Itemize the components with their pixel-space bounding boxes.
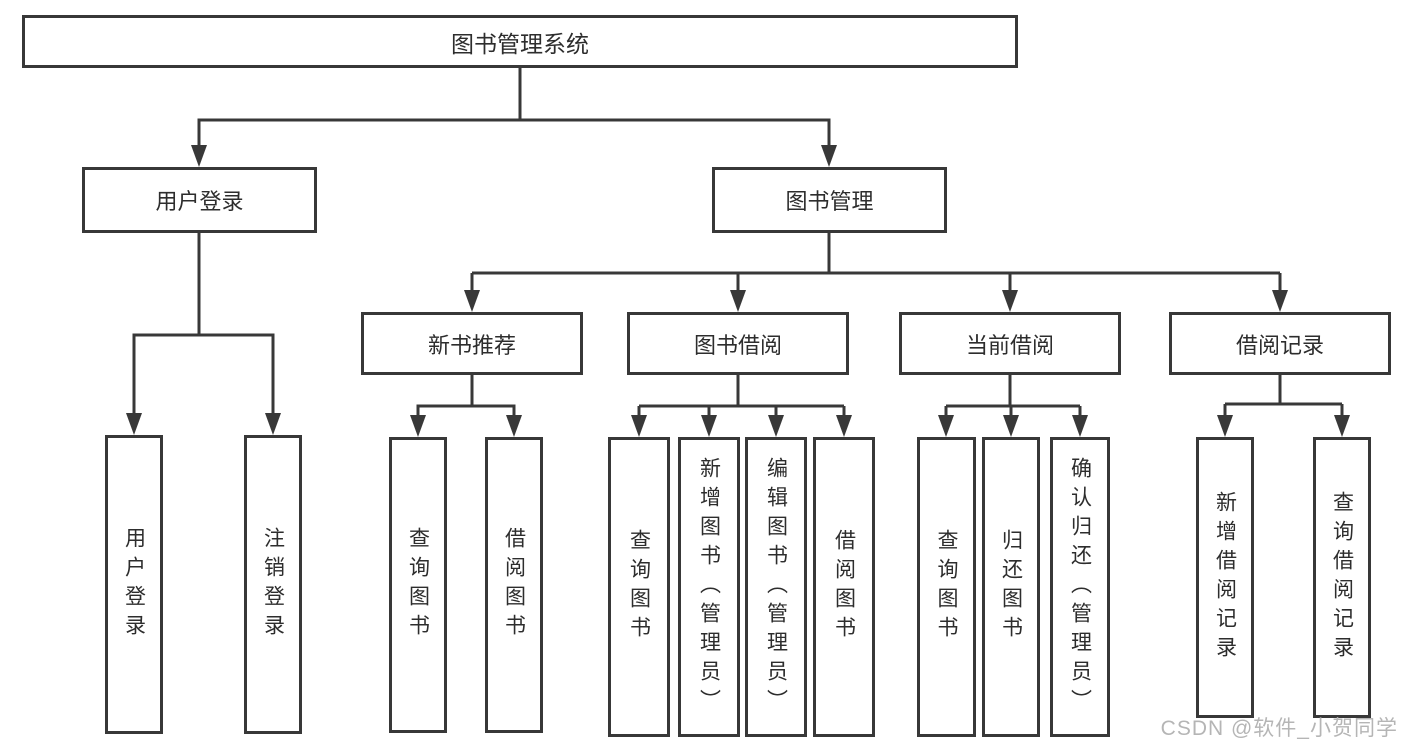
node-label: 当前借阅 [965,332,1054,358]
arrow-down-icon [1003,415,1019,437]
leaf-query-borrow-record: 查询借阅记录 [1313,437,1371,718]
node-borrowing-records: 借阅记录 [1169,312,1391,375]
node-label: 编辑图书（管理员） [764,456,788,718]
leaf-edit-book-admin: 编辑图书（管理员） [745,437,807,737]
node-book-borrowing: 图书借阅 [627,312,849,375]
arrow-down-icon [836,415,852,437]
arrow-down-icon [821,145,837,167]
leaf-query-books-borrowing: 查询图书 [608,437,670,737]
leaf-borrow-books-recommend: 借阅图书 [485,437,543,733]
arrow-down-icon [1334,415,1350,437]
node-label: 查询图书 [406,527,430,643]
leaf-user-login: 用户登录 [105,435,163,734]
arrow-down-icon [730,290,746,312]
arrow-down-icon [1072,415,1088,437]
arrow-down-icon [1272,290,1288,312]
node-user-login-branch: 用户登录 [82,167,317,233]
arrow-down-icon [265,413,281,435]
leaf-query-books-recommend: 查询图书 [389,437,447,733]
node-label: 用户登录 [122,526,146,643]
arrow-down-icon [506,415,522,437]
arrow-down-icon [1002,290,1018,312]
arrow-down-icon [768,415,784,437]
arrow-down-icon [464,290,480,312]
node-label: 新增借阅记录 [1213,490,1237,665]
leaf-borrow-books-borrowing: 借阅图书 [813,437,875,737]
node-label: 借阅图书 [502,527,526,643]
node-new-book-recommendation: 新书推荐 [361,312,583,375]
arrow-down-icon [410,415,426,437]
arrow-down-icon [126,413,142,435]
node-library-management-system: 图书管理系统 [22,15,1018,68]
node-label: 新书推荐 [427,332,516,358]
node-label: 归还图书 [999,529,1023,645]
leaf-return-books: 归还图书 [982,437,1040,737]
arrow-down-icon [191,145,207,167]
node-current-borrowing: 当前借阅 [899,312,1121,375]
node-label: 查询借阅记录 [1330,490,1354,665]
arrow-down-icon [938,415,954,437]
node-label: 确认归还（管理员） [1068,456,1092,718]
csdn-watermark: CSDN @软件_小贺同学 [1160,717,1398,740]
node-label: 查询图书 [627,529,651,645]
node-label: 新增图书（管理员） [697,456,721,718]
arrow-down-icon [1217,415,1233,437]
arrow-down-icon [701,415,717,437]
leaf-logout: 注销登录 [244,435,302,734]
node-label: 查询图书 [935,529,958,645]
node-label: 借阅图书 [832,529,856,645]
node-book-management-branch: 图书管理 [712,167,947,233]
arrow-down-icon [631,415,647,437]
leaf-confirm-return-admin: 确认归还（管理员） [1050,437,1110,737]
node-label: 借阅记录 [1235,332,1324,358]
leaf-query-books-current: 查询图书 [917,437,976,737]
leaf-add-book-admin: 新增图书（管理员） [678,437,740,737]
node-label: 注销登录 [261,526,285,643]
node-label: 图书借阅 [693,332,782,358]
node-label: 图书管理 [785,189,874,214]
leaf-add-borrow-record: 新增借阅记录 [1196,437,1254,718]
node-label: 用户登录 [155,189,244,214]
node-label: 图书管理系统 [451,30,589,57]
